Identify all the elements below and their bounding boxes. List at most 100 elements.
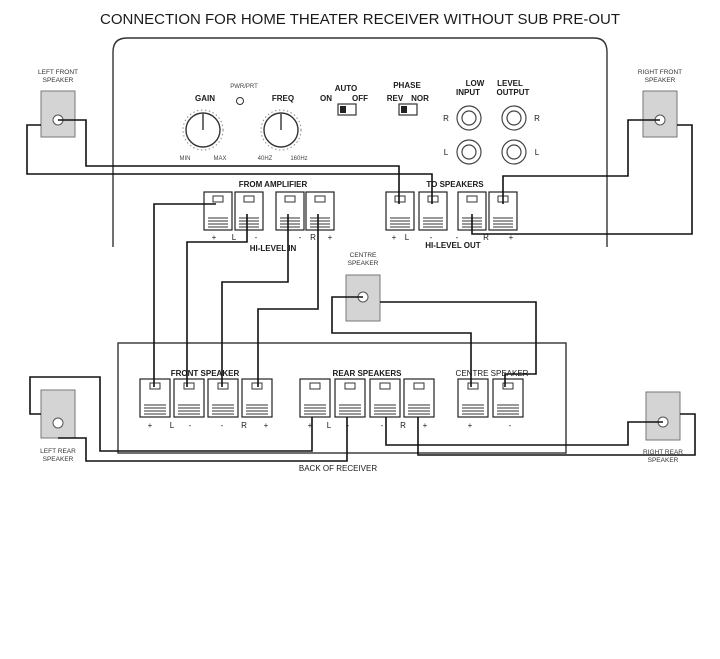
right-rear-speaker-label-1: RIGHT REAR	[643, 449, 683, 456]
level-output-l-jack-icon[interactable]	[501, 139, 527, 165]
front-speaker-terminal[interactable]	[241, 378, 273, 418]
level-output-l-label: L	[535, 148, 540, 157]
hi-level-out-terminal[interactable]	[385, 191, 415, 231]
wiring	[26, 119, 696, 462]
phase-label: PHASE	[393, 81, 421, 90]
centre-speaker-terminal[interactable]	[457, 378, 489, 418]
wire-centre-neg	[380, 301, 537, 387]
left-rear-speaker-icon	[40, 389, 76, 439]
wire-right-front-neg	[471, 124, 693, 235]
wire-right-rear-pos	[385, 417, 663, 446]
low-input-label-2: INPUT	[456, 88, 480, 97]
freq-min-label: 40HZ	[258, 156, 273, 162]
power-led-icon	[236, 97, 244, 105]
hi-level-in-polarity-label: L	[232, 233, 237, 242]
right-front-speaker-label-1: RIGHT FRONT	[638, 69, 682, 76]
hi-level-in-polarity-labels: +L--R+	[212, 233, 333, 242]
hi-level-out-polarity-labels: +L--R+	[392, 233, 514, 242]
wire-front-lneg	[186, 214, 248, 387]
centre-speaker-label: CENTRE SPEAKER	[456, 369, 529, 378]
power-label: PWR/PRT	[230, 84, 258, 90]
from-amplifier-label: FROM AMPLIFIER	[239, 180, 308, 189]
hi-level-in-polarity-label: -	[299, 233, 302, 242]
wire-right-rear-neg	[417, 413, 696, 456]
front-speaker-polarity-label: L	[170, 421, 175, 430]
hi-level-in-polarity-label: +	[212, 233, 217, 242]
front-speaker-terminal-block	[139, 378, 273, 418]
hi-level-out-terminal[interactable]	[418, 191, 448, 231]
hi-level-in-terminal[interactable]	[305, 191, 335, 231]
wire-left-front-pos	[58, 119, 400, 204]
centre-speaker-terminal-block	[457, 378, 524, 418]
amplifier-panel	[112, 37, 608, 247]
left-rear-speaker-label-1: LEFT REAR	[40, 448, 76, 455]
phase-nor-label: NOR	[411, 94, 429, 103]
front-speaker-polarity-label: +	[264, 421, 269, 430]
rear-polarity-labels: +L--R+	[308, 421, 428, 430]
low-input-label-1: LOW	[466, 79, 485, 88]
auto-switch[interactable]	[337, 103, 357, 116]
receiver-back-panel	[117, 342, 567, 454]
gain-label: GAIN	[195, 94, 215, 103]
phase-switch[interactable]	[398, 103, 418, 116]
hi-level-in-polarity-label: R	[310, 233, 316, 242]
rear-speakers-polarity-label: +	[423, 421, 428, 430]
front-speaker-polarity-label: -	[189, 421, 192, 430]
front-speaker-polarity-label: R	[241, 421, 247, 430]
hi-level-in-terminal[interactable]	[234, 191, 264, 231]
low-input-r-jack-icon[interactable]	[456, 105, 482, 131]
centre-speaker-polarity-label: +	[468, 421, 473, 430]
hi-level-out-polarity-label: -	[456, 233, 459, 242]
diagram-title: CONNECTION FOR HOME THEATER RECEIVER WIT…	[100, 11, 620, 28]
right-front-speaker-icon	[642, 90, 678, 138]
centre-speaker-polarity-label: -	[509, 421, 512, 430]
left-front-speaker-label-2: SPEAKER	[43, 77, 74, 84]
centre-speaker-icon-label-2: SPEAKER	[348, 260, 379, 267]
level-output-label-1: LEVEL	[497, 79, 523, 88]
rear-speakers-polarity-label: -	[381, 421, 384, 430]
centre-speaker-icon	[345, 274, 381, 322]
auto-off-label: OFF	[352, 94, 368, 103]
wire-centre-pos	[331, 296, 472, 387]
centre-speaker-icon-label-1: CENTRE	[350, 252, 377, 259]
rear-speakers-terminal[interactable]	[369, 378, 401, 418]
wire-right-front-pos	[502, 119, 660, 204]
auto-on-label: ON	[320, 94, 332, 103]
rear-speakers-terminal[interactable]	[334, 378, 366, 418]
hi-level-in-terminal[interactable]	[275, 191, 305, 231]
hi-level-in-polarity-label: +	[328, 233, 333, 242]
hi-level-in-terminal[interactable]	[203, 191, 233, 231]
back-of-receiver-label: BACK OF RECEIVER	[299, 464, 377, 473]
wire-front-rneg	[221, 214, 289, 387]
rear-speakers-polarity-label: L	[327, 421, 332, 430]
low-input-l-label: L	[444, 148, 449, 157]
rear-speakers-polarity-label: +	[308, 421, 313, 430]
rear-speakers-terminal[interactable]	[403, 378, 435, 418]
wire-front-lpos	[153, 203, 216, 387]
gain-min-label: MIN	[180, 156, 191, 162]
hi-level-out-polarity-label: +	[509, 233, 514, 242]
right-rear-speaker-label-2: SPEAKER	[648, 457, 679, 464]
wire-front-rpos	[257, 214, 319, 387]
level-output-label-2: OUTPUT	[497, 88, 530, 97]
from-amplifier-terminal-block	[203, 191, 335, 231]
left-front-speaker-icon	[40, 90, 76, 138]
low-input-r-label: R	[443, 114, 449, 123]
auto-label: AUTO	[335, 84, 358, 93]
front-speaker-terminal[interactable]	[173, 378, 205, 418]
rear-speakers-polarity-label: -	[347, 421, 350, 430]
front-speaker-terminal[interactable]	[207, 378, 239, 418]
rear-speakers-label: REAR SPEAKERS	[333, 369, 403, 378]
gain-knob-icon[interactable]	[182, 109, 224, 151]
gain-max-label: MAX	[213, 156, 226, 162]
low-input-l-jack-icon[interactable]	[456, 139, 482, 165]
centre-speaker-terminal[interactable]	[492, 378, 524, 418]
phase-rev-label: REV	[387, 94, 404, 103]
level-output-r-jack-icon[interactable]	[501, 105, 527, 131]
rear-speakers-terminal[interactable]	[299, 378, 331, 418]
front-speaker-terminal[interactable]	[139, 378, 171, 418]
rear-speakers-terminal-block	[299, 378, 435, 418]
freq-knob-icon[interactable]	[260, 109, 302, 151]
hi-level-out-polarity-label: R	[483, 233, 489, 242]
